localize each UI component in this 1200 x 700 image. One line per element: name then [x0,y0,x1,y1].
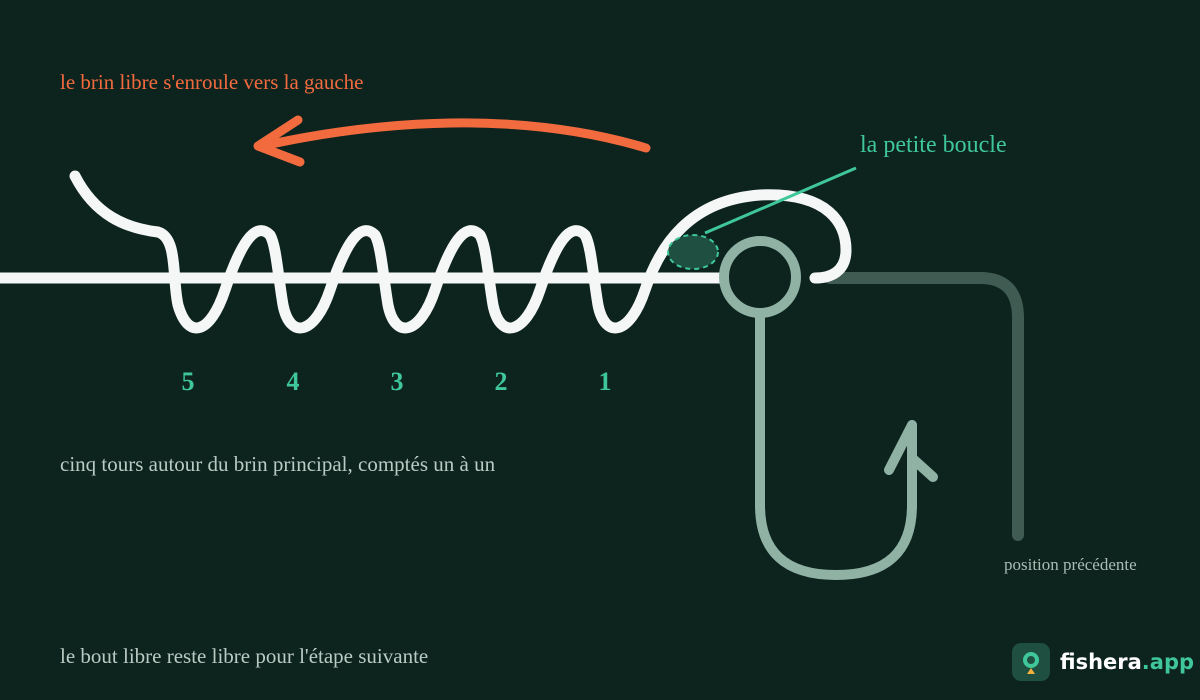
turn-number-1: 1 [599,367,612,396]
previous-position-label: position précédente [1004,555,1137,574]
hook-barb [884,420,938,482]
turn-number-4: 4 [287,367,300,396]
fish-logo-icon [1012,643,1050,681]
turn-number-3: 3 [391,367,404,396]
hook-eye [719,236,801,318]
wrap-direction-caption: le brin libre s'enroule vers la gauche [60,70,364,94]
turns-caption: cinq tours autour du brin principal, com… [60,452,496,476]
previous-position-line [824,272,1024,541]
wrap-direction-arrow [257,118,651,153]
brand-logo: fishera.app [1012,643,1194,681]
brand-name: fishera.app [1060,650,1195,674]
small-loop-pointer [704,166,857,235]
tag-end-caption: le bout libre reste libre pour l'étape s… [60,644,429,668]
small-loop-label: la petite boucle [860,132,1007,158]
wrap-direction-arrowhead [253,115,305,167]
turn-number-5: 5 [182,367,195,396]
small-loop-marker [667,234,719,270]
hook-shank [755,308,917,580]
turn-number-2: 2 [495,367,508,396]
free-strand-wraps [69,170,852,334]
